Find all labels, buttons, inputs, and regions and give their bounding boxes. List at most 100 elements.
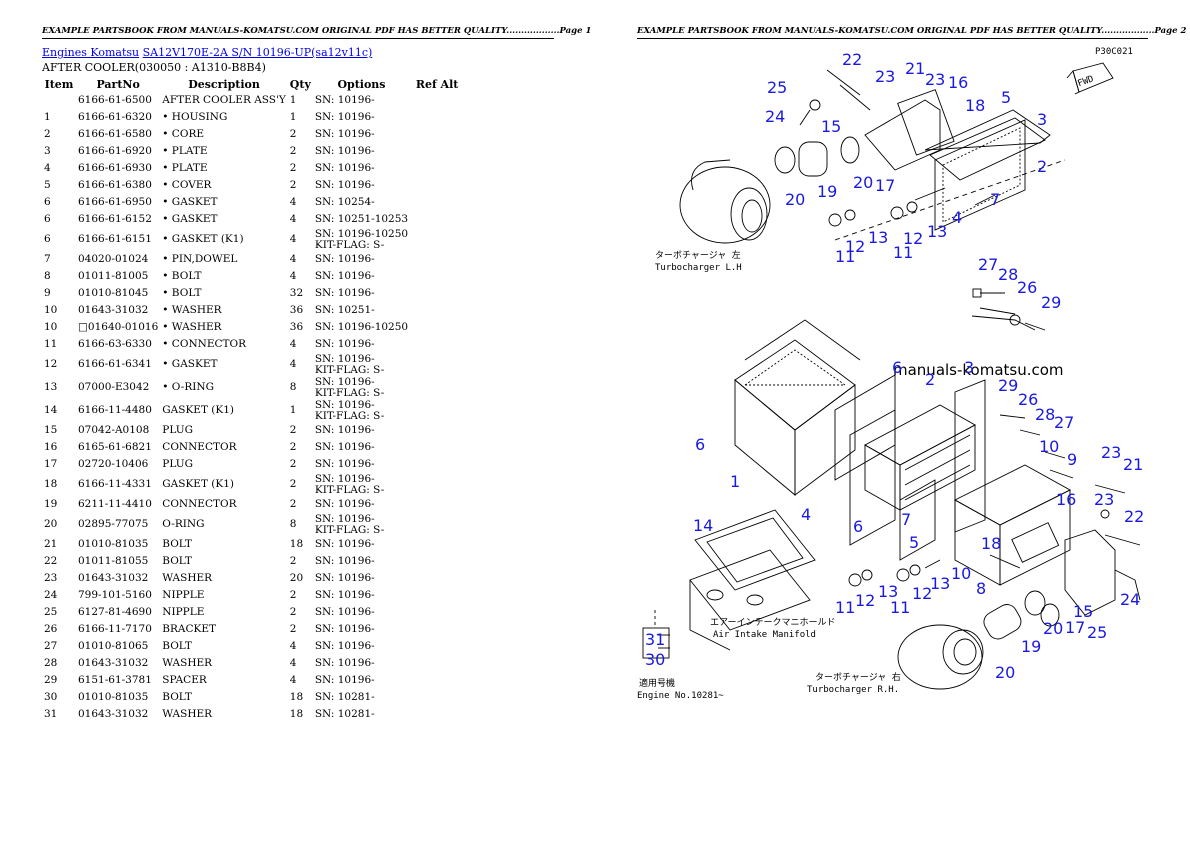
cell-qty: 36 [289,321,304,333]
cell-description: • HOUSING [162,111,228,123]
cell-item: 4 [44,162,51,174]
callout-number: 23 [925,70,945,89]
cell-qty: 4 [289,233,297,245]
cell-refalt [410,473,464,496]
option-sn: SN: 10196- [314,674,375,686]
callout-number: 20 [853,173,873,192]
cell-item: 6 [44,196,51,208]
callout-number: 18 [981,534,1001,553]
option-kit-flag: KIT-FLAG: S- [314,363,385,376]
option-sn: SN: 10254- [314,196,375,208]
cell-refalt [410,621,464,638]
cell-item [42,92,76,109]
cell-partno: 6166-11-4331 [78,478,152,490]
option-sn: SN: 10196- [314,441,375,453]
cell-item: 11 [44,338,58,350]
callout-number: 11 [835,247,855,266]
cell-refalt [410,638,464,655]
cell-item: 1 [44,111,51,123]
cell-partno: 6151-61-3781 [78,674,152,686]
diagram-text-labels: ターボチャージャ 左 Turbocharger L.H エアーインテークマニホー… [637,47,1133,701]
callout-number: 12 [903,229,923,248]
label-figure-code: P30C021 [1095,47,1133,57]
cell-partno: 07042-A0108 [78,424,150,436]
cell-refalt [410,399,464,422]
callout-number: 9 [1067,450,1077,469]
cell-options: SN: 10196- [313,604,410,621]
cell-description: • GASKET [162,213,218,225]
cell-options: SN: 10196-KIT-FLAG: S- [313,513,410,536]
cell-partno: 6166-61-6341 [78,358,152,370]
cover-lower-drawing [954,464,1071,586]
option-sn: SN: 10196- [314,589,375,601]
option-sn: SN: 10196- [314,555,375,567]
cell-item: 10 [44,321,58,333]
page-1: EXAMPLE PARTSBOOK FROM MANUALS-KOMATSU.C… [42,26,591,723]
table-header-row: Item PartNo Description Qty Options Ref … [42,76,464,92]
cell-qty: 4 [289,657,297,669]
cell-partno: 6127-81-4690 [78,606,152,618]
cell-description: CONNECTOR [162,498,237,510]
cell-description: CONNECTOR [162,441,237,453]
breadcrumb-link-engines[interactable]: Engines Komatsu [42,46,140,59]
cell-partno: 01643-31032 [78,708,149,720]
cell-options: SN: 10281- [313,706,410,723]
callout-number: 3 [964,358,974,377]
cell-item: 24 [44,589,58,601]
callout-number: 12 [845,237,865,256]
option-kit-flag: KIT-FLAG: S- [314,238,385,251]
callout-number: 24 [765,107,785,126]
cell-description: • GASKET [162,196,218,208]
page-header: EXAMPLE PARTSBOOK FROM MANUALS-KOMATSU.C… [42,26,591,39]
cell-refalt [410,302,464,319]
cell-qty: 2 [289,424,297,436]
bracket-drawing [971,288,1046,331]
callout-number: 16 [1056,490,1076,509]
cell-partno: 6166-61-6152 [78,213,152,225]
parts-table: Item PartNo Description Qty Options Ref … [42,76,464,723]
cell-refalt [410,319,464,336]
breadcrumb-link-model[interactable]: SA12V170E-2A S/N 10196-UP(sa12v11c) [142,46,373,59]
cell-description: BOLT [162,555,192,567]
cell-partno: 6166-61-6380 [78,179,152,191]
cell-options: SN: 10196- [313,143,410,160]
cell-options: SN: 10196-KIT-FLAG: S- [313,376,410,399]
option-sn: SN: 10196- [314,338,375,350]
cell-options: SN: 10196- [313,456,410,473]
cell-refalt [410,285,464,302]
option-sn: SN: 10196- [314,398,375,411]
col-header-refalt: Ref Alt [415,77,459,91]
callout-number: 23 [1094,490,1114,509]
cell-qty: 2 [289,498,297,510]
label-manifold-jp: エアーインテークマニホールド [710,617,835,628]
option-sn: SN: 10196-10250 [314,321,409,333]
callout-number: 5 [909,533,919,552]
cell-description: PLUG [162,424,193,436]
callout-number: 26 [1017,278,1037,297]
cell-qty: 2 [289,606,297,618]
option-sn: SN: 10251-10253 [314,213,409,225]
aftercooler-core-upper [924,109,1051,231]
callout-number: 29 [1041,293,1061,312]
callout-number: 23 [1101,443,1121,462]
cell-item: 20 [44,518,58,530]
cell-qty: 2 [289,179,297,191]
label-turbo-rh: Turbocharger R.H. [807,685,899,695]
callout-number: 21 [905,59,925,78]
callout-number: 25 [1087,623,1107,642]
callout-number: 10 [1039,437,1059,456]
label-engine-jp: 適用号機 [639,677,675,689]
cell-item: 10 [44,304,58,316]
